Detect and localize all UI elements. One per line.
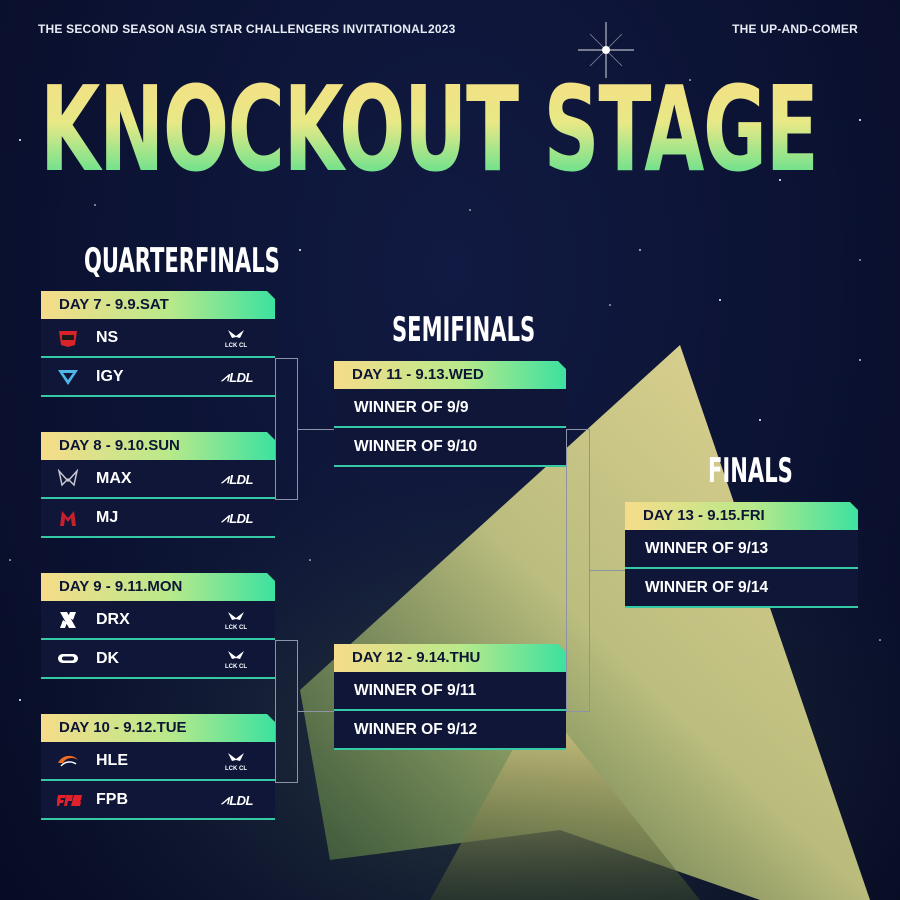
sf-match-2: DAY 12 - 9.14.THU WINNER OF 9/11 WINNER … bbox=[334, 644, 566, 754]
page-title: KNOCKOUT STAGE bbox=[40, 60, 819, 198]
winner-slot[interactable]: WINNER OF 9/13 bbox=[625, 530, 858, 569]
lck-cl-logo-icon: LCK CL bbox=[225, 330, 247, 349]
team-name: DRX bbox=[96, 611, 130, 628]
winner-slot[interactable]: WINNER OF 9/12 bbox=[334, 711, 566, 750]
team-name: NS bbox=[96, 329, 119, 346]
winner-slot[interactable]: WINNER OF 9/11 bbox=[334, 672, 566, 711]
qf-match-date: DAY 10 - 9.12.TUE bbox=[41, 714, 275, 742]
quarterfinals-heading: QUARTERFINALS bbox=[84, 241, 280, 281]
qf-match-1: DAY 7 - 9.9.SAT NS LCK CL IGY ⩘LDL bbox=[41, 291, 275, 401]
event-name: THE SECOND SEASON ASIA STAR CHALLENGERS … bbox=[38, 22, 428, 36]
team-row[interactable]: DK LCK CL bbox=[41, 640, 275, 679]
stars bbox=[9, 79, 881, 701]
max-logo-icon bbox=[57, 469, 79, 487]
lck-cl-logo-icon: LCK CL bbox=[225, 651, 247, 670]
team-name: HLE bbox=[96, 752, 128, 769]
team-row[interactable]: MAX ⩘LDL bbox=[41, 460, 275, 499]
final-match: DAY 13 - 9.15.FRI WINNER OF 9/13 WINNER … bbox=[625, 502, 858, 612]
winner-slot[interactable]: WINNER OF 9/9 bbox=[334, 389, 566, 428]
svg-text:LCK CL: LCK CL bbox=[225, 664, 247, 670]
ldl-logo: ⩘LDL bbox=[221, 471, 253, 487]
qf-connector-2 bbox=[275, 640, 298, 783]
sf-connector-out bbox=[590, 570, 625, 571]
event-tagline: THE UP-AND-COMER bbox=[732, 22, 858, 36]
qf-match-2: DAY 8 - 9.10.SUN MAX ⩘LDL MJ ⩘LDL bbox=[41, 432, 275, 542]
ldl-logo: ⩘LDL bbox=[221, 792, 253, 808]
svg-text:LCK CL: LCK CL bbox=[225, 343, 247, 349]
finals-heading: FINALS bbox=[708, 451, 793, 491]
team-name: MJ bbox=[96, 509, 119, 526]
wing-icon: ⩘ bbox=[221, 471, 229, 486]
final-match-date: DAY 13 - 9.15.FRI bbox=[625, 502, 858, 530]
wing-icon: ⩘ bbox=[221, 369, 229, 384]
qf-match-date: DAY 8 - 9.10.SUN bbox=[41, 432, 275, 460]
semifinals-heading: SEMIFINALS bbox=[392, 310, 536, 350]
qf-connector-1-out bbox=[298, 429, 334, 430]
light-beam bbox=[300, 345, 870, 900]
qf-match-4: DAY 10 - 9.12.TUE HLE LCK CL FPB ⩘LDL bbox=[41, 714, 275, 824]
team-row[interactable]: NS LCK CL bbox=[41, 319, 275, 358]
ldl-logo: ⩘LDL bbox=[221, 510, 253, 526]
ldl-logo: ⩘LDL bbox=[221, 369, 253, 385]
qf-connector-2-out bbox=[298, 711, 334, 712]
winner-slot[interactable]: WINNER OF 9/10 bbox=[334, 428, 566, 467]
mj-logo-icon bbox=[60, 511, 76, 526]
team-row[interactable]: FPB ⩘LDL bbox=[41, 781, 275, 820]
igy-logo-icon bbox=[58, 370, 78, 385]
dk-logo-icon bbox=[58, 654, 78, 663]
team-row[interactable]: DRX LCK CL bbox=[41, 601, 275, 640]
ns-logo-icon bbox=[59, 331, 77, 347]
drx-logo-icon bbox=[60, 612, 76, 628]
sparkle-star bbox=[578, 22, 634, 78]
lck-cl-logo-icon: LCK CL bbox=[225, 753, 247, 772]
svg-text:LCK CL: LCK CL bbox=[225, 766, 247, 772]
team-name: DK bbox=[96, 650, 120, 667]
qf-match-date: DAY 9 - 9.11.MON bbox=[41, 573, 275, 601]
event-year: 2023 bbox=[428, 22, 456, 36]
hle-logo-icon bbox=[58, 755, 78, 767]
team-row[interactable]: IGY ⩘LDL bbox=[41, 358, 275, 397]
sf-connector bbox=[566, 429, 590, 712]
winner-slot[interactable]: WINNER OF 9/14 bbox=[625, 569, 858, 608]
team-name: IGY bbox=[96, 368, 124, 385]
light-beam-lower bbox=[430, 700, 700, 900]
team-name: FPB bbox=[96, 791, 128, 808]
wing-icon: ⩘ bbox=[221, 510, 229, 525]
team-row[interactable]: MJ ⩘LDL bbox=[41, 499, 275, 538]
qf-match-date: DAY 7 - 9.9.SAT bbox=[41, 291, 275, 319]
sf-match-1: DAY 11 - 9.13.WED WINNER OF 9/9 WINNER O… bbox=[334, 361, 566, 471]
qf-match-3: DAY 9 - 9.11.MON DRX LCK CL DK LCK CL bbox=[41, 573, 275, 683]
wing-icon: ⩘ bbox=[221, 792, 229, 807]
sf-match-date: DAY 12 - 9.14.THU bbox=[334, 644, 566, 672]
fpb-logo-icon bbox=[57, 795, 82, 806]
svg-text:LCK CL: LCK CL bbox=[225, 625, 247, 631]
team-name: MAX bbox=[96, 470, 132, 487]
sf-match-date: DAY 11 - 9.13.WED bbox=[334, 361, 566, 389]
lck-cl-logo-icon: LCK CL bbox=[225, 612, 247, 631]
team-row[interactable]: HLE LCK CL bbox=[41, 742, 275, 781]
qf-connector-1 bbox=[275, 358, 298, 500]
